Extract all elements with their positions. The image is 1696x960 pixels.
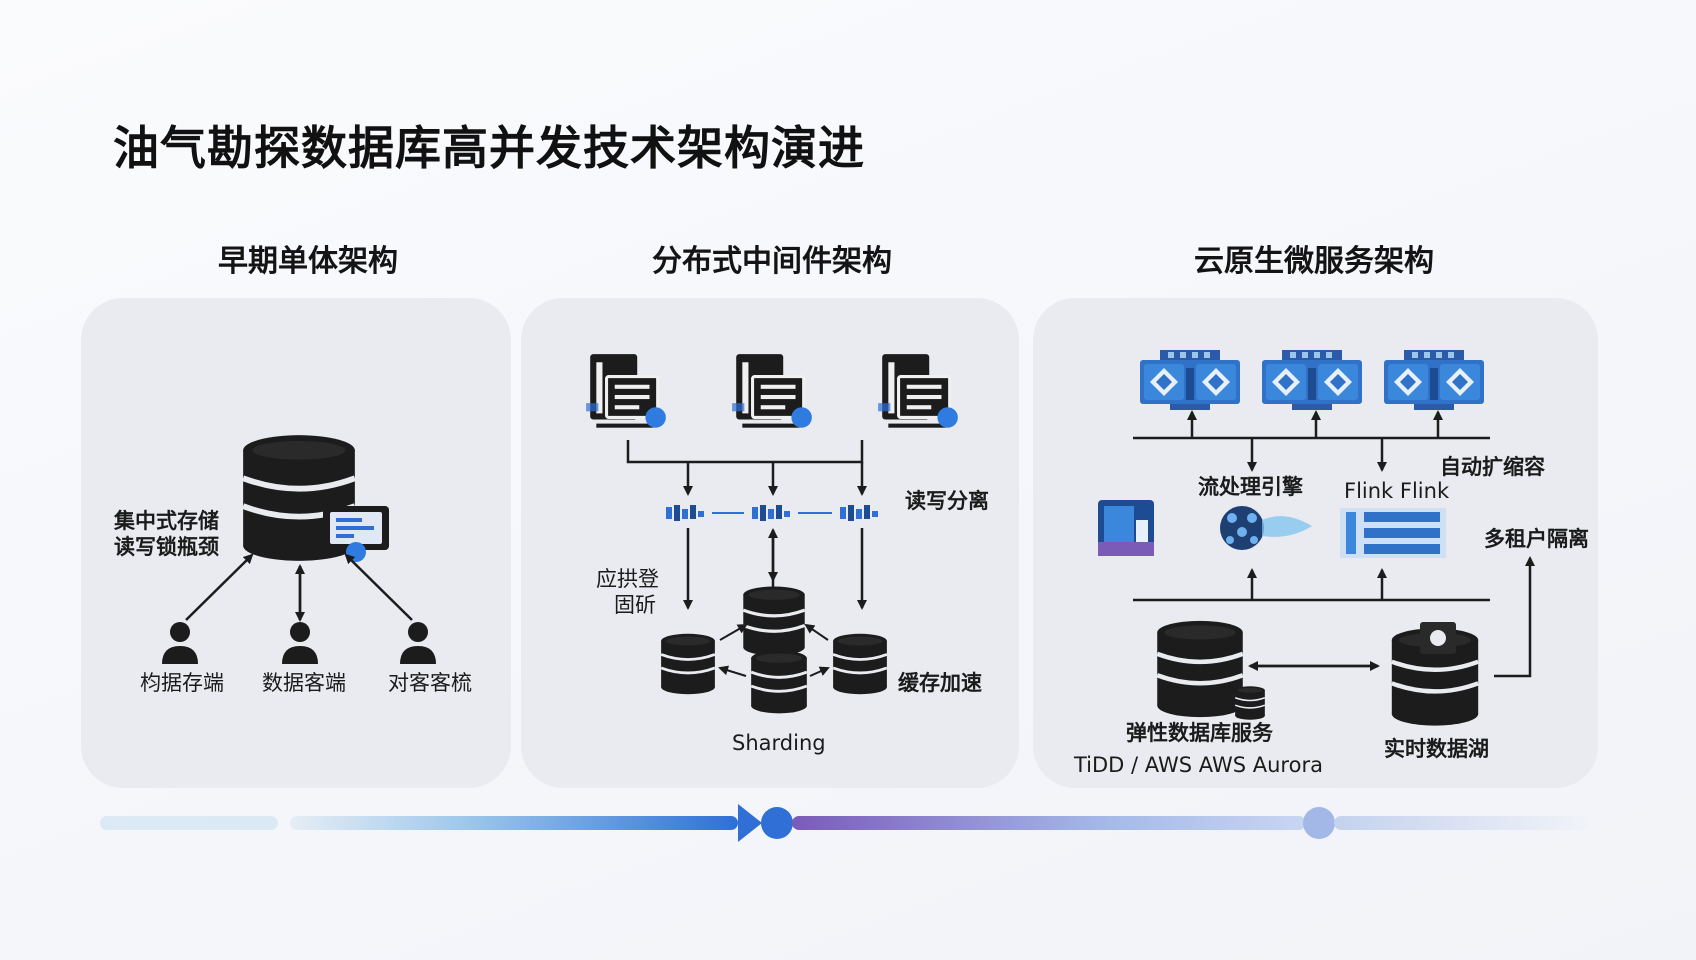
timeline-node-middleware: [761, 807, 793, 839]
middleware-node-icon: [840, 505, 878, 521]
flink-label: Flink Flink: [1344, 479, 1450, 503]
db-products-label: TiDD / AWS AWS Aurora: [1074, 753, 1323, 777]
elastic-database-icon: [1157, 621, 1243, 717]
section-title-middleware: 分布式中间件架构: [652, 244, 892, 279]
elastic-database-small-icon: [1233, 686, 1267, 720]
section-title-early: 早期单体架构: [218, 244, 398, 279]
client-person-icon: [400, 622, 436, 664]
lake-tenant-arrow: [1494, 556, 1535, 678]
stream-engine-label: 流处理引擎: [1198, 475, 1303, 499]
client-person-icon: [162, 622, 198, 664]
app-server-icon: [730, 352, 814, 430]
elastic-db-label: 弹性数据库服务: [1126, 721, 1273, 745]
app-bus-line: [626, 440, 864, 464]
client-person-icon: [282, 622, 318, 664]
rw-split-label: 读写分离: [905, 489, 989, 513]
middleware-node-icon: [752, 505, 790, 521]
bottleneck-line-1: 集中式存储: [114, 509, 219, 533]
middleware-node-icon: [666, 505, 704, 521]
bottleneck-label: 集中式存储 读写锁瓶颈: [114, 508, 219, 561]
section-title-cloud: 云原生微服务架构: [1194, 244, 1434, 279]
multitenant-label: 多租户隔离: [1484, 527, 1589, 551]
shard-database-icon: [750, 648, 808, 716]
client-label-1: 枃据存端: [140, 671, 224, 695]
timeline-node-cloud: [1303, 807, 1335, 839]
app-server-icon: [876, 352, 960, 430]
cache-database-icon: [833, 634, 887, 694]
middleware-left-label: 应拱登 固斫: [596, 566, 659, 619]
data-lake-icon: [1392, 622, 1478, 726]
dashboard-widget-icon: [1098, 500, 1154, 556]
shard-database-icon: [661, 634, 715, 694]
microservice-icon: [1140, 350, 1240, 410]
bottleneck-line-2: 读写锁瓶颈: [114, 535, 219, 560]
middleware-left-line-1: 应拱登: [596, 567, 659, 591]
monitor-icon: [323, 506, 389, 562]
datalake-label: 实时数据湖: [1384, 737, 1489, 761]
autoscale-label: 自动扩缩容: [1440, 455, 1545, 479]
stream-engine-icon: [1220, 506, 1312, 550]
early-db-cluster: [243, 435, 389, 562]
middleware-left-line-2: 固斫: [614, 593, 656, 618]
arrow-client3-db: [344, 553, 413, 621]
evolution-timeline: [100, 804, 1590, 842]
client-label-2: 数据客端: [262, 671, 346, 695]
cache-label: 缓存加速: [898, 671, 982, 695]
flink-server-icon: [1340, 508, 1446, 558]
shard-database-icon: [742, 584, 806, 658]
app-server-icon: [584, 352, 668, 430]
microservice-icon: [1384, 350, 1484, 410]
client-label-3: 对客客梳: [388, 671, 472, 695]
microservice-icon: [1262, 350, 1362, 410]
page-title: 油气勘探数据库高并发技术架构演进: [113, 121, 865, 175]
sharding-label: Sharding: [732, 731, 826, 755]
arrow-client1-db: [185, 553, 254, 621]
